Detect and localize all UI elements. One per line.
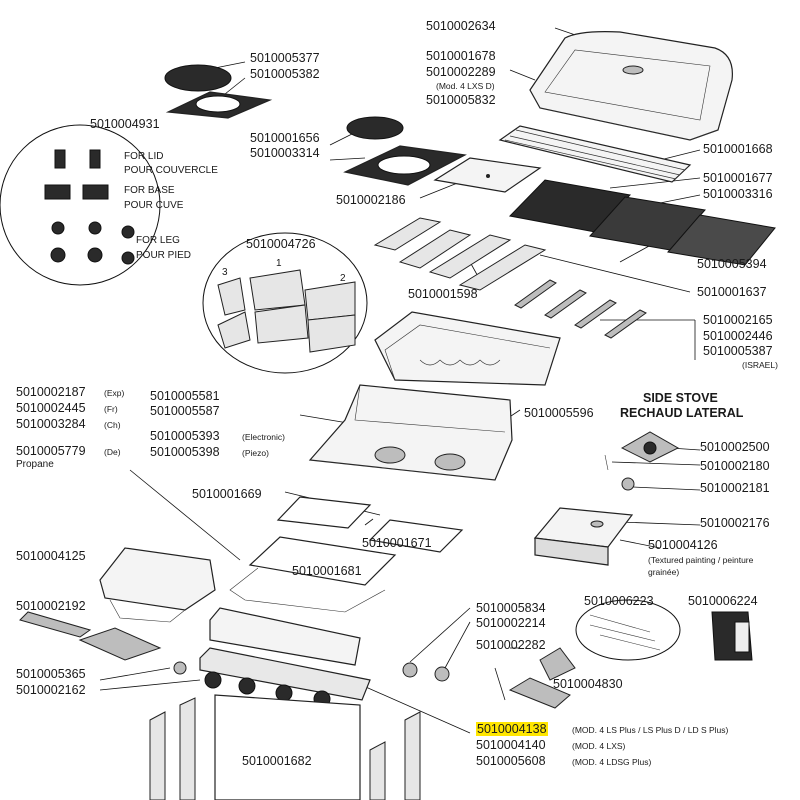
variant-note-electronic: (Electronic)	[242, 432, 285, 442]
burner-covers	[514, 279, 647, 339]
warming-rack	[498, 125, 692, 183]
part-number-5010002181: 5010002181	[700, 481, 770, 495]
part-number-5010005365: 5010005365	[16, 667, 86, 681]
region-note-ch: (Ch)	[104, 420, 121, 430]
part-number-5010001656: 5010001656	[250, 131, 320, 145]
side-shelf-left	[19, 547, 216, 661]
part-number-5010001668: 5010001668	[703, 142, 773, 156]
region-note-israel: (ISRAEL)	[742, 360, 778, 370]
part-number-5010002180: 5010002180	[700, 459, 770, 473]
caption-for-lid: FOR LID	[124, 151, 164, 162]
firebox	[374, 311, 561, 386]
part-number-5010004726: 5010004726	[246, 237, 316, 251]
rechaud-lateral-heading: RECHAUD LATERAL	[620, 406, 744, 420]
burner-assembly	[308, 384, 513, 481]
grill-lid	[529, 31, 733, 141]
part-number-5010006223: 5010006223	[584, 594, 654, 608]
part-number-5010002446: 5010002446	[703, 329, 773, 343]
part-number-5010003316: 5010003316	[703, 187, 773, 201]
part-number-5010002176: 5010002176	[700, 516, 770, 530]
part-number-5010002187: 5010002187	[16, 385, 86, 399]
finish-note-line2: grainée)	[648, 567, 680, 577]
deflector-index-2: 2	[340, 273, 346, 284]
model-note-lxs-d: (Mod. 4 LXS D)	[436, 81, 495, 91]
part-number-5010001671: 5010001671	[362, 536, 432, 550]
part-number-5010005596: 5010005596	[524, 406, 594, 420]
caption-pour-cuve: POUR CUVE	[124, 200, 184, 211]
caption-propane: Propane	[16, 459, 54, 470]
highlighted-part-number: 5010004138	[476, 722, 548, 736]
part-number-5010001682: 5010001682	[242, 754, 312, 768]
caption-for-base: FOR BASE	[124, 185, 175, 196]
part-number-5010004140: 5010004140	[476, 738, 546, 752]
part-number-5010005387: 5010005387	[703, 344, 773, 358]
center-plate	[433, 157, 542, 193]
round-grate	[343, 116, 467, 186]
region-note-fr: (Fr)	[104, 404, 118, 414]
part-number-5010004138: 5010004138	[476, 722, 548, 736]
side-stove-heading: SIDE STOVE	[643, 391, 718, 405]
part-number-5010001669: 5010001669	[192, 487, 262, 501]
part-number-5010003284: 5010003284	[16, 417, 86, 431]
caption-pour-pied: POUR PIED	[136, 250, 192, 261]
model-note-lxs: (MOD. 4 LXS)	[572, 741, 626, 751]
deflector-index-1: 1	[276, 258, 282, 269]
part-number-5010003314: 5010003314	[250, 146, 320, 160]
part-number-5010005587: 5010005587	[150, 404, 220, 418]
bottom-tray	[229, 536, 397, 613]
part-number-5010001681: 5010001681	[292, 564, 362, 578]
part-number-5010004125: 5010004125	[16, 549, 86, 563]
side-stove	[533, 431, 680, 566]
griddle-plate	[164, 64, 273, 119]
part-number-5010002500: 5010002500	[700, 440, 770, 454]
ignition-module	[711, 611, 753, 661]
heat-shield-detail	[202, 232, 368, 374]
part-number-5010002165: 5010002165	[703, 313, 773, 327]
caption-for-leg: FOR LEG	[136, 235, 180, 246]
hardware-kit-detail	[0, 124, 161, 286]
part-number-5010005832: 5010005832	[426, 93, 496, 107]
cooking-grates	[508, 179, 776, 266]
part-number-5010005393: 5010005393	[150, 429, 220, 443]
part-number-5010004126: 5010004126	[648, 538, 718, 552]
part-number-5010001637: 5010001637	[697, 285, 767, 299]
control-panel	[173, 607, 450, 708]
part-number-5010002634: 5010002634	[426, 19, 496, 33]
part-number-5010005377: 5010005377	[250, 51, 320, 65]
part-number-5010002289: 5010002289	[426, 65, 496, 79]
part-number-5010001598: 5010001598	[408, 287, 478, 301]
finish-note-line1: (Textured painting / peinture	[648, 555, 754, 565]
part-number-5010002282: 5010002282	[476, 638, 546, 652]
cabinet	[149, 694, 421, 800]
caption-pour-couvercle: POUR COUVERCLE	[124, 165, 218, 176]
region-note-exp: (Exp)	[104, 388, 125, 398]
part-number-5010001677: 5010001677	[703, 171, 773, 185]
part-number-5010004931: 5010004931	[90, 117, 160, 131]
model-note-ls-plus: (MOD. 4 LS Plus / LS Plus D / LD S Plus)	[572, 725, 729, 735]
part-number-5010002186: 5010002186	[336, 193, 406, 207]
part-number-5010005382: 5010005382	[250, 67, 320, 81]
part-number-5010001678: 5010001678	[426, 49, 496, 63]
deflector-index-3: 3	[222, 267, 228, 278]
part-number-5010005581: 5010005581	[150, 389, 220, 403]
part-number-5010005398: 5010005398	[150, 445, 220, 459]
part-number-5010006224: 5010006224	[688, 594, 758, 608]
part-number-5010005394: 5010005394	[697, 257, 767, 271]
part-number-5010002192: 5010002192	[16, 599, 86, 613]
heat-deflectors	[373, 217, 547, 291]
tool-hooks-detail	[575, 599, 681, 661]
variant-note-piezo: (Piezo)	[242, 448, 269, 458]
part-number-5010002162: 5010002162	[16, 683, 86, 697]
part-number-5010002445: 5010002445	[16, 401, 86, 415]
part-number-5010004830: 5010004830	[553, 677, 623, 691]
model-note-ldsg-plus: (MOD. 4 LDSG Plus)	[572, 757, 652, 767]
part-number-5010005779: 5010005779	[16, 444, 86, 458]
grease-tray	[276, 496, 464, 553]
region-note-de: (De)	[104, 447, 121, 457]
part-number-5010005834: 5010005834	[476, 601, 546, 615]
part-number-5010002214: 5010002214	[476, 616, 546, 630]
part-number-5010005608: 5010005608	[476, 754, 546, 768]
side-bracket	[494, 647, 576, 709]
